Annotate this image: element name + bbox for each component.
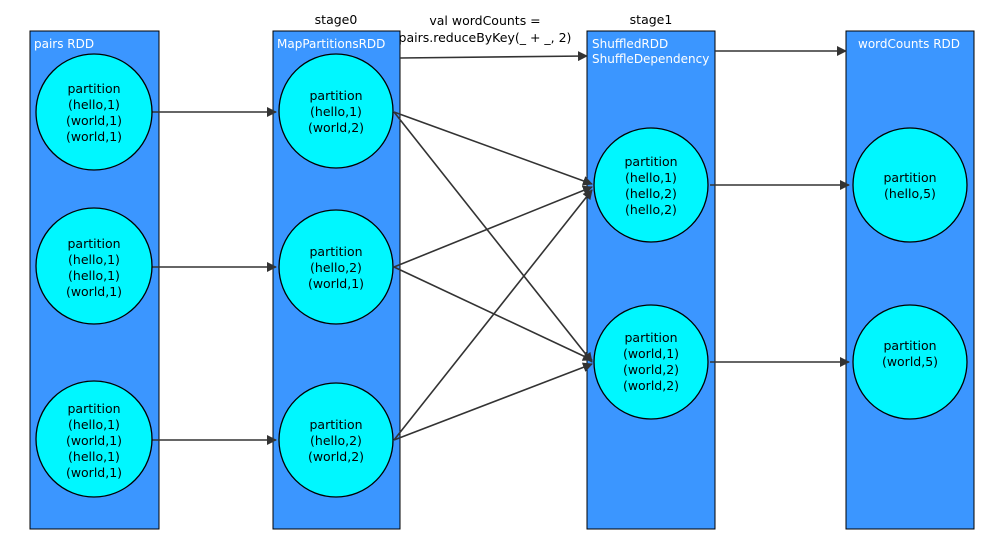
partition-entry: (world,5) — [882, 354, 938, 369]
partition-label: partition — [309, 88, 362, 103]
arrow-map-p3-to-shuffled-p1 — [393, 189, 593, 441]
partition-entry: (hello,1) — [68, 449, 120, 464]
partition-label: partition — [309, 417, 362, 432]
partition-label: partition — [309, 244, 362, 259]
partition-entry: (world,1) — [623, 346, 679, 361]
partition-entry: (hello,2) — [625, 186, 677, 201]
word-counts-partition-1: partition (hello,5) — [852, 127, 968, 243]
partition-entry: (hello,2) — [310, 260, 362, 275]
operation-label-line1: val wordCounts = — [429, 13, 540, 28]
partition-entry: (hello,1) — [68, 97, 120, 112]
partition-entry: (hello,1) — [68, 252, 120, 267]
pairs-partition-1: partition (hello,1) (world,1) (world,1) — [35, 53, 153, 171]
arrow-map-p2-to-shuffled-p1 — [393, 185, 593, 268]
partition-entry: (world,2) — [308, 449, 364, 464]
partition-entry: (world,1) — [66, 129, 122, 144]
shuffled-partition-2: partition (world,1) (world,2) (world,2) — [593, 304, 709, 420]
map-partition-3: partition (hello,2) (world,2) — [278, 382, 394, 498]
partition-circle — [852, 127, 968, 243]
partition-entry: (hello,1) — [68, 268, 120, 283]
shuffled-partition-1: partition (hello,1) (hello,2) (hello,2) — [593, 127, 709, 243]
word-counts-rdd-title: wordCounts RDD — [858, 37, 960, 51]
word-counts-partition-2: partition (world,5) — [852, 304, 968, 420]
partition-entry: (hello,1) — [68, 417, 120, 432]
partition-label: partition — [624, 154, 677, 169]
partition-label: partition — [67, 81, 120, 96]
partition-label: partition — [624, 330, 677, 345]
shuffled-rdd-title: ShuffledRDD — [592, 37, 668, 51]
partition-circle — [278, 209, 394, 325]
pairs-partition-3: partition (hello,1) (world,1) (hello,1) … — [35, 380, 153, 498]
partition-circle — [593, 127, 709, 243]
pairs-rdd-title: pairs RDD — [34, 37, 94, 51]
partition-entry: (hello,5) — [884, 186, 936, 201]
partition-circle — [35, 380, 153, 498]
operation-label-line2: pairs.reduceByKey(_ + _, 2) — [399, 30, 572, 45]
shuffle-dependency-title: ShuffleDependency — [592, 52, 709, 66]
map-partitions-rdd-title: MapPartitionsRDD — [277, 37, 385, 51]
map-partition-2: partition (hello,2) (world,1) — [278, 209, 394, 325]
arrow-map-p1-to-shuffled-p1 — [393, 111, 593, 186]
partition-entry: (hello,2) — [625, 202, 677, 217]
stage0-label: stage0 — [315, 12, 358, 27]
partition-entry: (world,1) — [66, 465, 122, 480]
partition-circle — [852, 304, 968, 420]
partition-entry: (world,1) — [66, 113, 122, 128]
partition-label: partition — [67, 236, 120, 251]
partition-circle — [593, 304, 709, 420]
partition-entry: (world,1) — [66, 433, 122, 448]
word-counts-rdd-box — [845, 30, 975, 530]
partition-circle — [35, 53, 153, 171]
stage1-label: stage1 — [630, 12, 673, 27]
map-partition-1: partition (hello,1) (world,2) — [278, 53, 394, 169]
partition-circle — [278, 382, 394, 498]
arrow-map-p2-to-shuffled-p2 — [393, 266, 593, 361]
partition-label: partition — [883, 170, 936, 185]
partition-entry: (world,2) — [623, 378, 679, 393]
partition-entry: (world,1) — [66, 284, 122, 299]
partition-entry: (world,1) — [308, 276, 364, 291]
arrow-map-p1-to-shuffled-p2 — [393, 111, 593, 363]
partition-entry: (world,2) — [623, 362, 679, 377]
partition-circle — [35, 207, 153, 325]
partition-label: partition — [67, 401, 120, 416]
shuffled-rdd-box — [586, 30, 716, 530]
pairs-partition-2: partition (hello,1) (hello,1) (world,1) — [35, 207, 153, 325]
arrow-reduce-by-key — [399, 51, 588, 62]
partition-entry: (world,2) — [308, 120, 364, 135]
partition-entry: (hello,1) — [625, 170, 677, 185]
arrow-map-p3-to-shuffled-p2 — [393, 362, 593, 441]
partition-circle — [278, 53, 394, 169]
partition-entry: (hello,2) — [310, 433, 362, 448]
partition-entry: (hello,1) — [310, 104, 362, 119]
partition-label: partition — [883, 338, 936, 353]
